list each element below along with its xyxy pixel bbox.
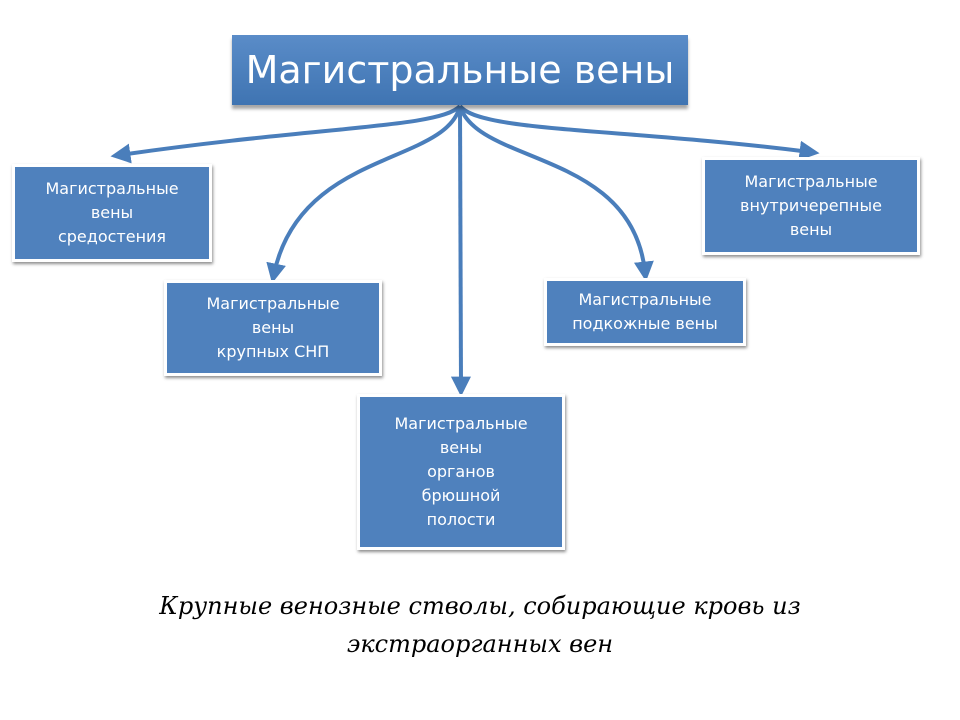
- box-line: брюшной: [421, 486, 501, 505]
- box-line: Магистральные: [744, 172, 878, 191]
- box-line: вены: [251, 318, 295, 337]
- diagram-title-text: Магистральные вены: [245, 48, 675, 92]
- box-line: средостения: [57, 227, 167, 246]
- box-line: полости: [426, 510, 496, 529]
- box-intracranial-veins: Магистральные внутричерепные вены: [702, 157, 920, 255]
- caption-line-1: Крупные венозные стволы, собирающие кров…: [159, 592, 801, 620]
- diagram-title: Магистральные вены: [232, 35, 688, 105]
- box-line: Магистральные: [578, 290, 712, 309]
- arrow-to-intracranial: [458, 104, 820, 161]
- box-line: вены: [789, 220, 833, 239]
- box-abdominal-veins: Магистральные вены органов брюшной полос…: [357, 394, 565, 550]
- box-subcutaneous-veins: Магистральные подкожные вены: [544, 278, 746, 346]
- box-line: вены: [439, 438, 483, 457]
- box-line: Магистральные: [206, 294, 340, 313]
- box-line: крупных СНП: [216, 342, 330, 361]
- arrow-to-mediastinum: [110, 104, 462, 164]
- box-cns-veins: Магистральные вены крупных СНП: [164, 280, 382, 376]
- arrow-to-subcutaneous: [458, 105, 654, 282]
- box-line: органов: [427, 462, 495, 481]
- box-line: вены: [90, 203, 134, 222]
- caption-line-2: экстраорганных вен: [346, 630, 614, 658]
- box-line: Магистральные: [394, 414, 528, 433]
- arrow-to-cns: [266, 105, 462, 284]
- box-mediastinal-veins: Магистральные вены средостения: [12, 164, 212, 262]
- arrow-to-abdominal: [450, 105, 471, 397]
- box-line: внутричерепные: [740, 196, 882, 215]
- box-line: подкожные вены: [572, 314, 718, 333]
- box-line: Магистральные: [45, 179, 179, 198]
